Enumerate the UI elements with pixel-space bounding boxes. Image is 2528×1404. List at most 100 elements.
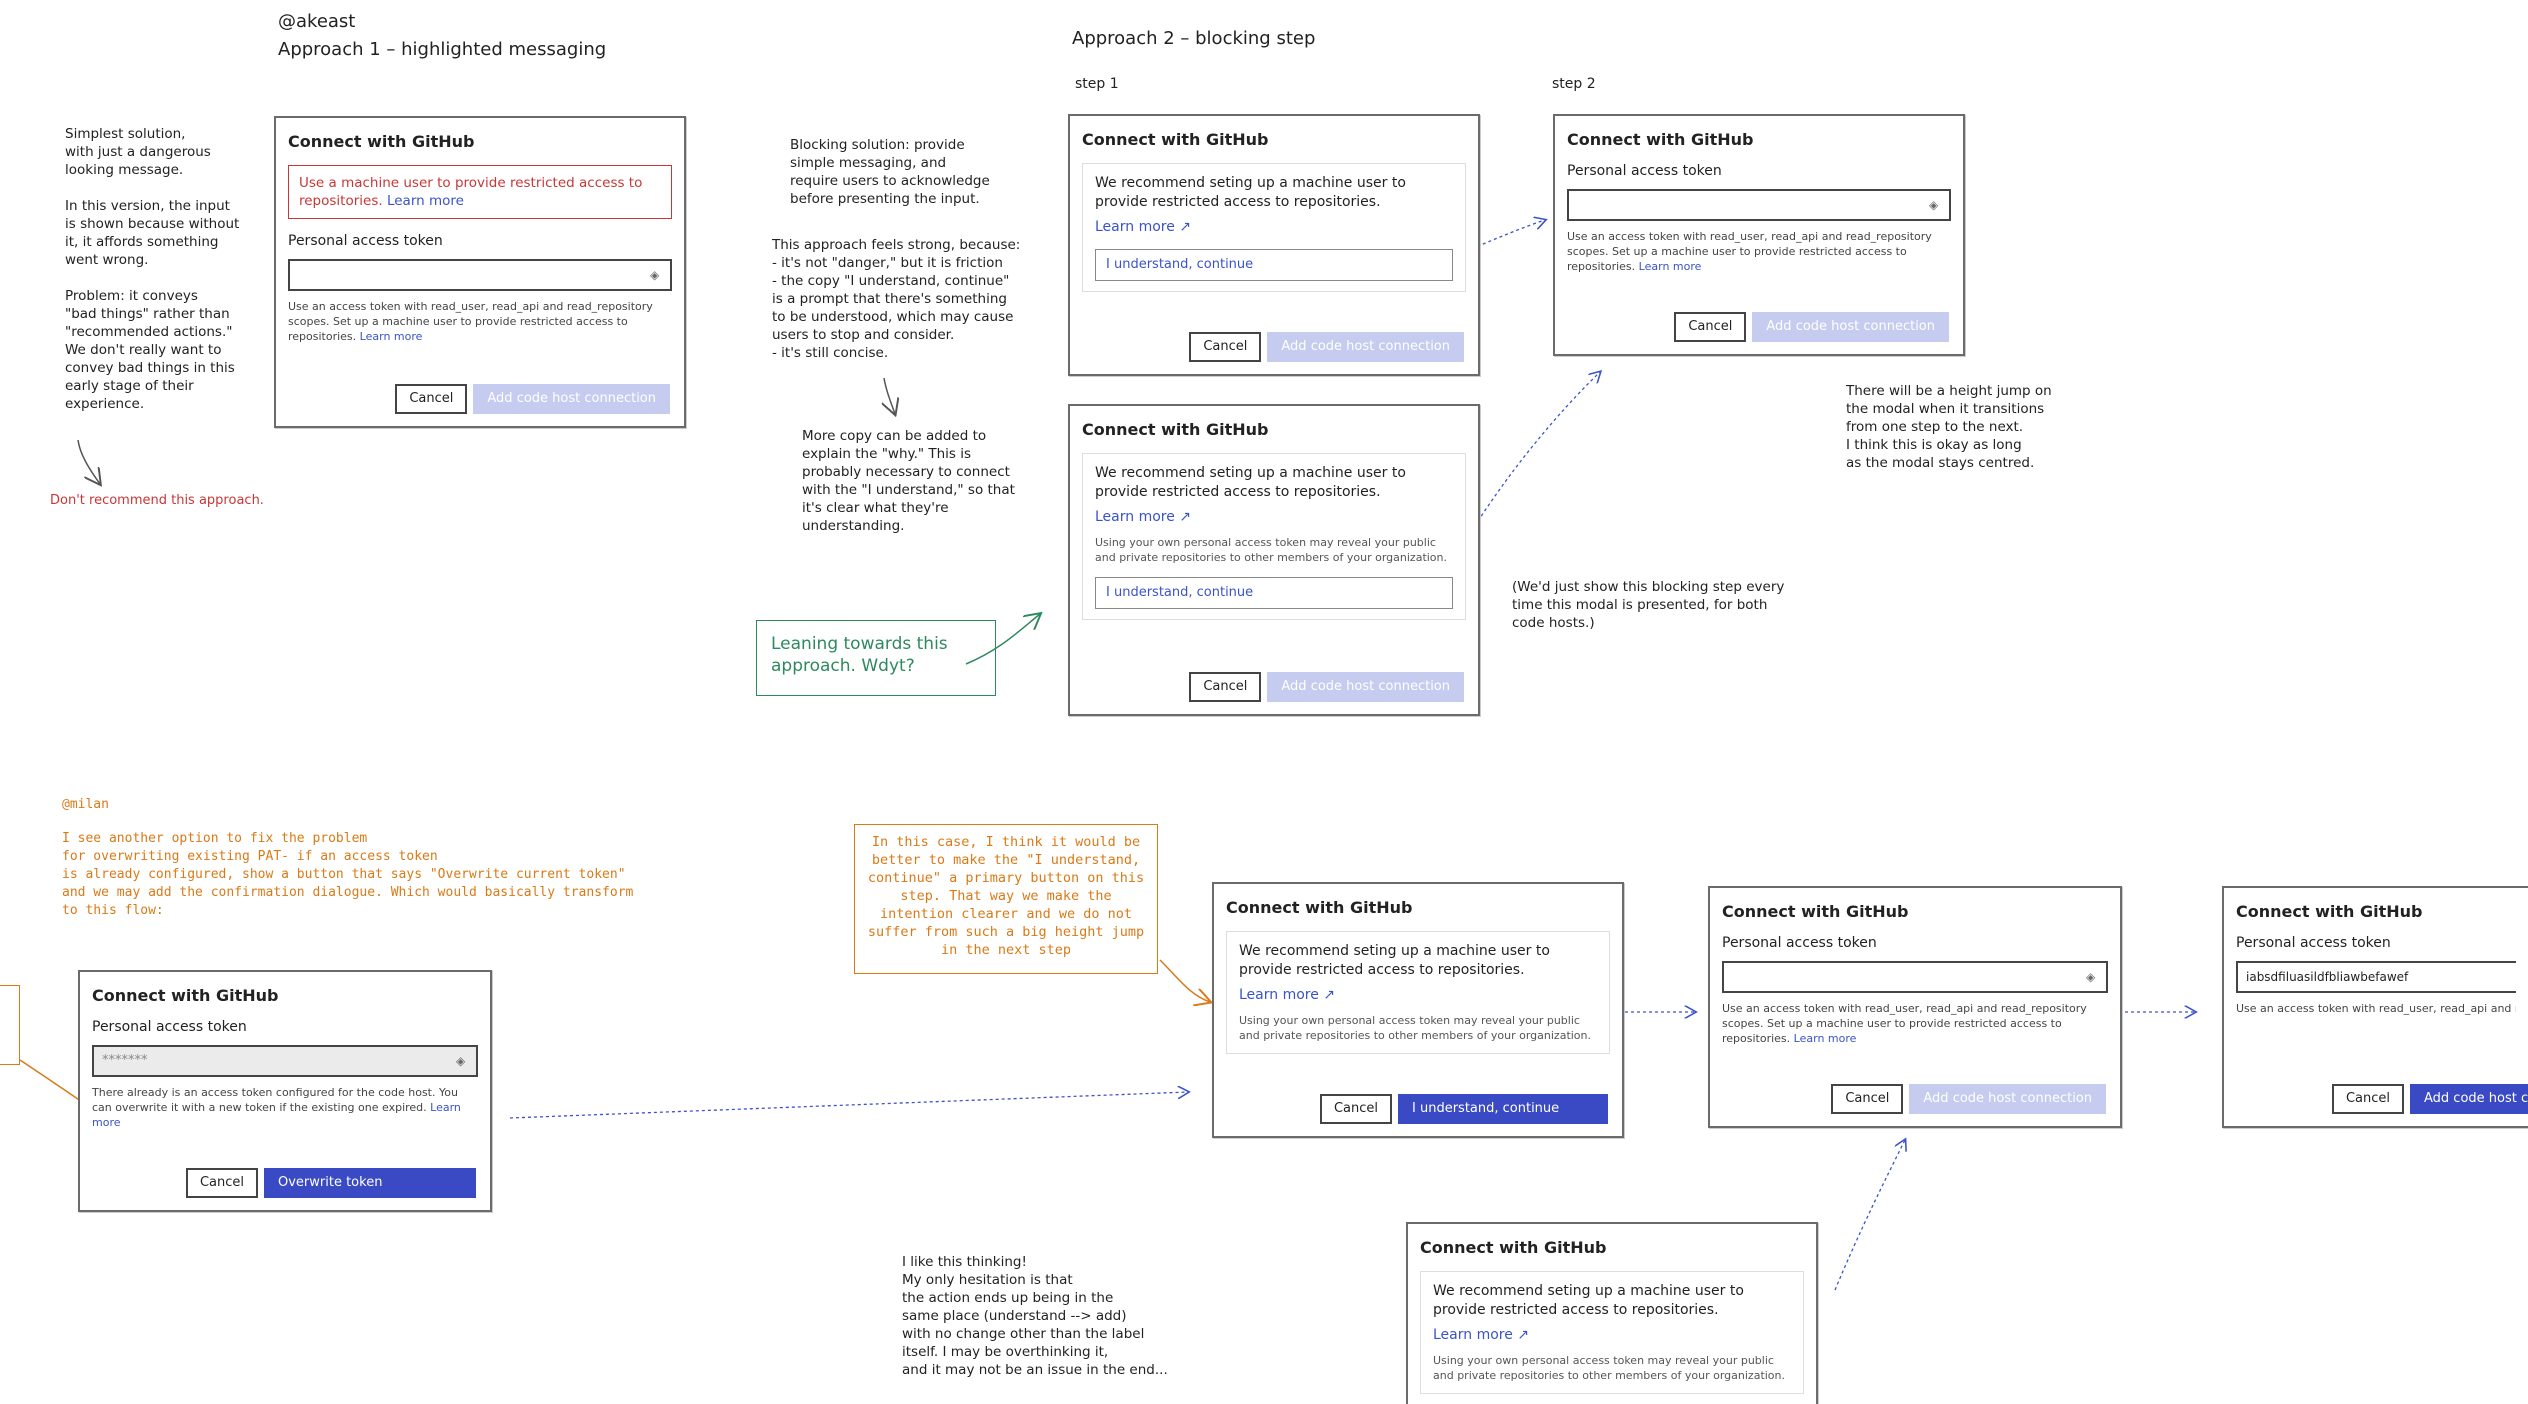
cancel-button[interactable]: Cancel	[1831, 1084, 1904, 1114]
step1-modal: Connect with GitHub We recommend seting …	[1068, 114, 1480, 376]
feels-strong-note: This approach feels strong, because: - i…	[772, 237, 1021, 361]
step2-modal: Connect with GitHub Personal access toke…	[1553, 114, 1965, 356]
recommend-box: We recommend seting up a machine user to…	[1420, 1271, 1804, 1394]
learn-more-link[interactable]: Learn more	[1793, 1032, 1857, 1045]
flow-bottom-modal: Connect with GitHub We recommend seting …	[1406, 1222, 1818, 1404]
pat-label: Personal access token	[92, 1019, 247, 1035]
help-text: Use an access token with read_user, read…	[288, 299, 672, 344]
approach1-left-note: Simplest solution, with just a dangerous…	[65, 126, 240, 412]
flow-step2-modal: Connect with GitHub Personal access toke…	[1708, 886, 2122, 1128]
help-text: There already is an access token configu…	[92, 1085, 478, 1130]
callout-text: Use a machine user to provide restricted…	[299, 175, 643, 209]
help-body: Use an access token with read_user, read…	[288, 300, 653, 343]
help-text: Use an access token with read_user, read…	[1722, 1001, 2108, 1046]
warning-text: Using your own personal access token may…	[1239, 1014, 1592, 1042]
cancel-button[interactable]: Cancel	[185, 1168, 258, 1198]
danger-callout: Use a machine user to provide restricted…	[288, 165, 672, 219]
learn-more-link[interactable]: Learn more	[359, 330, 423, 343]
recommend-text: We recommend seting up a machine user to…	[1095, 465, 1406, 500]
learn-more-link[interactable]: Learn more	[386, 193, 464, 209]
modal-title: Connect with GitHub	[288, 132, 475, 151]
thinking-note: I like this thinking! My only hesitation…	[902, 1254, 1168, 1378]
offscreen-note-box	[0, 985, 20, 1065]
leaning-callout: Leaning towards this approach. Wdyt?	[756, 620, 996, 696]
learn-more-link[interactable]: Learn more ↗	[1433, 1327, 1530, 1343]
recommend-box: We recommend seting up a machine user to…	[1226, 931, 1610, 1054]
cancel-button[interactable]: Cancel	[1189, 672, 1262, 702]
help-body: Use an access token with read_user, read…	[2236, 1002, 2516, 1015]
pat-input[interactable]: ◈	[288, 259, 672, 291]
filled-token-input[interactable]: iabsdfiluasildfbliawbefawef	[2236, 961, 2516, 993]
add-connection-button[interactable]: Add code host connection	[1909, 1084, 2106, 1114]
cancel-button[interactable]: Cancel	[1189, 332, 1262, 362]
pat-label: Personal access token	[1722, 935, 1877, 951]
recommend-text: We recommend seting up a machine user to…	[1239, 943, 1550, 978]
pat-label: Personal access token	[288, 233, 443, 249]
every-time-note: (We'd just show this blocking step every…	[1512, 579, 1785, 631]
help-text: Use an access token with read_user, read…	[1567, 229, 1951, 274]
not-recommend-note: Don't recommend this approach.	[50, 493, 264, 508]
pat-label: Personal access token	[1567, 163, 1722, 179]
recommend-text: We recommend seting up a machine user to…	[1095, 175, 1406, 210]
modal-title: Connect with GitHub	[1226, 898, 1413, 917]
cancel-button[interactable]: Cancel	[1674, 312, 1747, 342]
recommend-text: We recommend seting up a machine user to…	[1433, 1283, 1744, 1318]
understand-continue-button[interactable]: I understand, continue	[1095, 249, 1453, 281]
overwrite-token-button[interactable]: Overwrite token	[264, 1168, 476, 1198]
learn-more-link[interactable]: Learn more ↗	[1095, 219, 1192, 235]
modal-title: Connect with GitHub	[1082, 420, 1269, 439]
learn-more-link[interactable]: Learn more ↗	[1095, 509, 1192, 525]
key-icon: ◈	[2086, 970, 2096, 984]
help-body: Use an access token with read_user, read…	[1567, 230, 1932, 273]
cancel-button[interactable]: Cancel	[1319, 1094, 1392, 1124]
cancel-button[interactable]: Cancel	[2331, 1084, 2404, 1114]
recommend-box: We recommend seting up a machine user to…	[1082, 453, 1466, 620]
pat-label: Personal access token	[2236, 935, 2391, 951]
approach2-title: Approach 2 – blocking step	[1072, 28, 1316, 49]
add-connection-button[interactable]: Add code host connection	[1267, 672, 1464, 702]
step1-label: step 1	[1075, 76, 1119, 92]
pat-input[interactable]: ◈	[1722, 961, 2108, 993]
flow-step1-modal: Connect with GitHub We recommend seting …	[1212, 882, 1624, 1138]
add-connection-button[interactable]: Add code host connection	[1267, 332, 1464, 362]
key-icon: ◈	[456, 1054, 466, 1068]
warning-text: Using your own personal access token may…	[1095, 536, 1448, 564]
recommend-box: We recommend seting up a machine user to…	[1082, 163, 1466, 292]
primary-button-note: In this case, I think it would be better…	[854, 824, 1158, 974]
learn-more-link[interactable]: Learn more ↗	[1239, 987, 1336, 1003]
help-body: Use an access token with read_user, read…	[1722, 1002, 2087, 1045]
filled-token: iabsdfiluasildfbliawbefawef	[2246, 970, 2409, 984]
masked-token: *******	[102, 1053, 148, 1068]
author-milan: @milan	[62, 797, 109, 812]
help-text: Use an access token with read_user, read…	[2236, 1001, 2516, 1016]
overwrite-modal: Connect with GitHub Personal access toke…	[78, 970, 492, 1212]
help-body: There already is an access token configu…	[92, 1086, 458, 1114]
author-akeast: @akeast	[278, 11, 356, 32]
more-copy-note: More copy can be added to explain the "w…	[802, 428, 1015, 534]
cancel-button[interactable]: Cancel	[395, 384, 468, 414]
masked-token-input[interactable]: ******* ◈	[92, 1045, 478, 1077]
add-connection-button[interactable]: Add code host connection	[2410, 1084, 2528, 1114]
height-jump-note: There will be a height jump on the modal…	[1846, 383, 2052, 471]
approach1-title: Approach 1 – highlighted messaging	[278, 39, 607, 60]
modal-title: Connect with GitHub	[2236, 902, 2423, 921]
modal-title: Connect with GitHub	[92, 986, 279, 1005]
modal-title: Connect with GitHub	[1722, 902, 1909, 921]
flow-step3-modal: Connect with GitHub Personal access toke…	[2222, 886, 2528, 1128]
modal-title: Connect with GitHub	[1567, 130, 1754, 149]
blocking-note: Blocking solution: provide simple messag…	[790, 137, 990, 207]
learn-more-link[interactable]: Learn more	[1638, 260, 1702, 273]
step2-label: step 2	[1552, 76, 1596, 92]
understand-continue-button[interactable]: I understand, continue	[1398, 1094, 1608, 1124]
key-icon: ◈	[650, 268, 660, 282]
add-connection-button[interactable]: Add code host connection	[473, 384, 670, 414]
warning-text: Using your own personal access token may…	[1433, 1354, 1786, 1382]
understand-continue-button[interactable]: I understand, continue	[1095, 577, 1453, 609]
modal-title: Connect with GitHub	[1420, 1238, 1607, 1257]
modal-title: Connect with GitHub	[1082, 130, 1269, 149]
learn-more-link[interactable]: Learn more	[92, 1101, 461, 1129]
add-connection-button[interactable]: Add code host connection	[1752, 312, 1949, 342]
key-icon: ◈	[1929, 198, 1939, 212]
pat-input[interactable]: ◈	[1567, 189, 1951, 221]
step1-warning-modal: Connect with GitHub We recommend seting …	[1068, 404, 1480, 716]
